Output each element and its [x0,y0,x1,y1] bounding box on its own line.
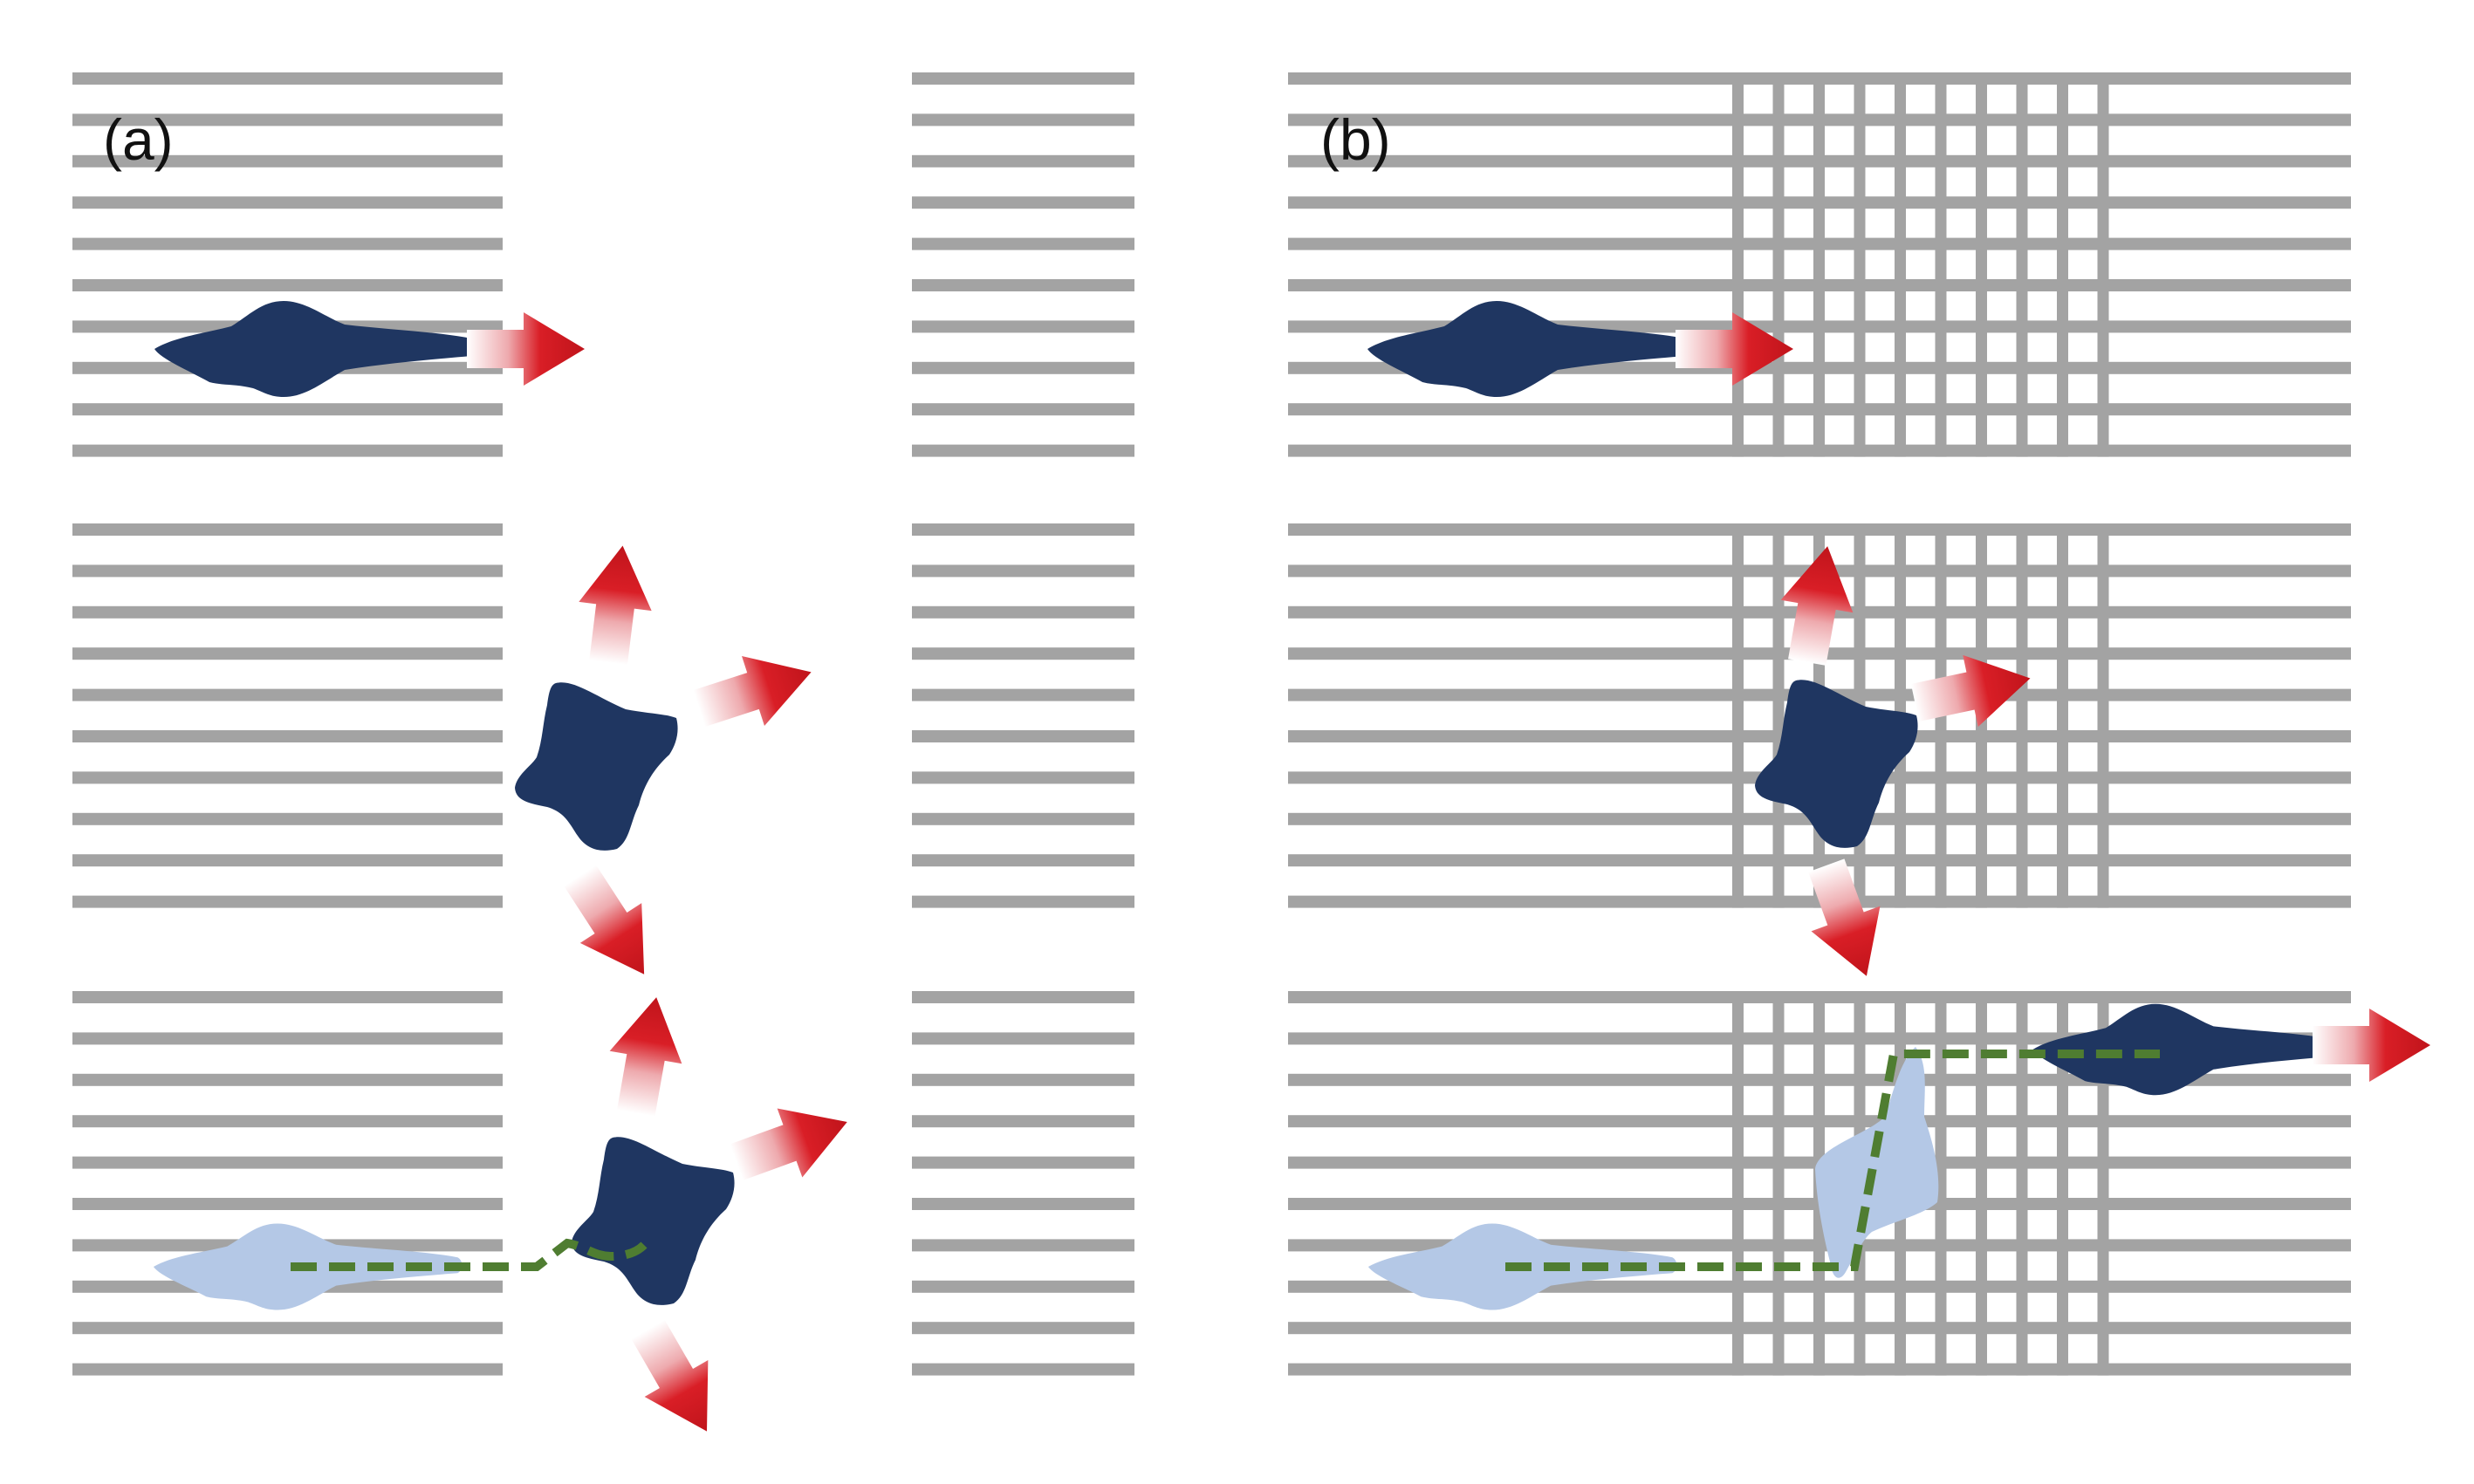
horizontal-stripe [912,771,1134,784]
vertical-grid-line [1772,523,1785,908]
vertical-grid-line [2097,523,2109,908]
vertical-grid-line [2097,72,2109,457]
horizontal-stripe [912,1280,1134,1293]
horizontal-stripe [912,113,1134,127]
horizontal-stripe [72,1322,503,1335]
horizontal-stripe [912,1115,1134,1128]
panel-b-label: (b) [1320,107,1391,172]
vertical-grid-line [2016,991,2028,1376]
panel-a-label: (a) [103,107,174,172]
migration-path-icon [1505,1050,2160,1271]
horizontal-stripe [72,523,503,536]
vertical-grid-line [1732,991,1744,1376]
horizontal-stripe [912,361,1134,374]
vertical-grid-line [1935,72,1947,457]
horizontal-stripe [72,154,503,168]
horizontal-stripe [72,730,503,742]
stripe-pattern [72,72,2351,1376]
vertical-grid-line [1813,72,1825,457]
horizontal-stripe [72,1115,503,1128]
vertical-grid-line [1895,72,1906,457]
direction-arrow-icon [600,990,693,1120]
migrating-cell-icon [1367,301,1689,397]
horizontal-stripe [72,688,503,701]
horizontal-stripe [912,154,1134,168]
horizontal-stripe [912,812,1134,825]
migrating-cell-icon [515,682,678,851]
horizontal-stripe [912,72,1134,85]
horizontal-stripe [72,1156,503,1169]
horizontal-stripe [912,564,1134,578]
vertical-grid-line [1772,991,1785,1376]
horizontal-stripe [72,1363,503,1376]
horizontal-stripe [912,647,1134,660]
vertical-grid-line [2016,72,2028,457]
vertical-grid-line [1772,72,1785,457]
horizontal-stripe [912,688,1134,701]
direction-arrow-icon [2313,1009,2430,1082]
horizontal-stripe [72,279,503,291]
horizontal-stripe [72,771,503,784]
horizontal-stripe [72,854,503,867]
vertical-grid-line [1935,991,1947,1376]
horizontal-stripe [72,647,503,660]
trail-cell-icon [1815,1047,1939,1278]
horizontal-stripe [72,605,503,619]
horizontal-stripe [912,320,1134,333]
vertical-grid-line [2016,523,2028,908]
horizontal-stripe [912,403,1134,416]
horizontal-stripe [72,1032,503,1045]
vertical-grid-line [2057,523,2068,908]
horizontal-stripe [72,991,503,1003]
vertical-grid-line [1976,991,1987,1376]
horizontal-stripe [72,403,503,416]
horizontal-stripe [72,564,503,578]
horizontal-stripe [72,196,503,209]
direction-arrow-icon [1792,852,1902,989]
horizontal-stripe [72,444,503,457]
horizontal-stripe [72,72,503,85]
direction-arrow-icon [572,541,660,667]
horizontal-stripe [912,895,1134,908]
horizontal-stripe [912,605,1134,619]
vertical-grid-line [2097,991,2109,1376]
horizontal-stripe [72,812,503,825]
horizontal-stripe [912,1198,1134,1210]
horizontal-stripe [912,1156,1134,1169]
horizontal-stripe [912,1032,1134,1045]
horizontal-stripe [912,196,1134,209]
horizontal-stripe [912,523,1134,536]
migration-path-icon [291,1238,648,1271]
horizontal-stripe [72,113,503,127]
migrating-cell-icon [154,301,476,397]
vertical-grid-line [1976,72,1987,457]
horizontal-stripe [912,1239,1134,1252]
vertical-grid-line [2057,991,2068,1376]
migrating-cell-icon [572,1137,735,1305]
vertical-grid-line [1732,72,1744,457]
horizontal-stripe [72,1073,503,1086]
horizontal-stripe [912,991,1134,1003]
horizontal-stripe [72,895,503,908]
horizontal-stripe [912,730,1134,742]
horizontal-stripe [912,1322,1134,1335]
direction-arrow-icon [549,855,675,995]
vertical-grid-line [2057,72,2068,457]
direction-arrow-icon [688,637,823,744]
vertical-grid-line [1732,523,1744,908]
horizontal-stripe [72,1198,503,1210]
vertical-grid-line [1854,72,1866,457]
horizontal-stripe [72,237,503,250]
direction-arrow-icon [723,1087,860,1197]
horizontal-stripe [912,279,1134,291]
horizontal-stripe [912,1073,1134,1086]
horizontal-stripe [912,237,1134,250]
horizontal-stripe [912,444,1134,457]
direction-arrow-icon [616,1310,739,1450]
horizontal-stripe [912,854,1134,867]
horizontal-stripe [912,1363,1134,1376]
